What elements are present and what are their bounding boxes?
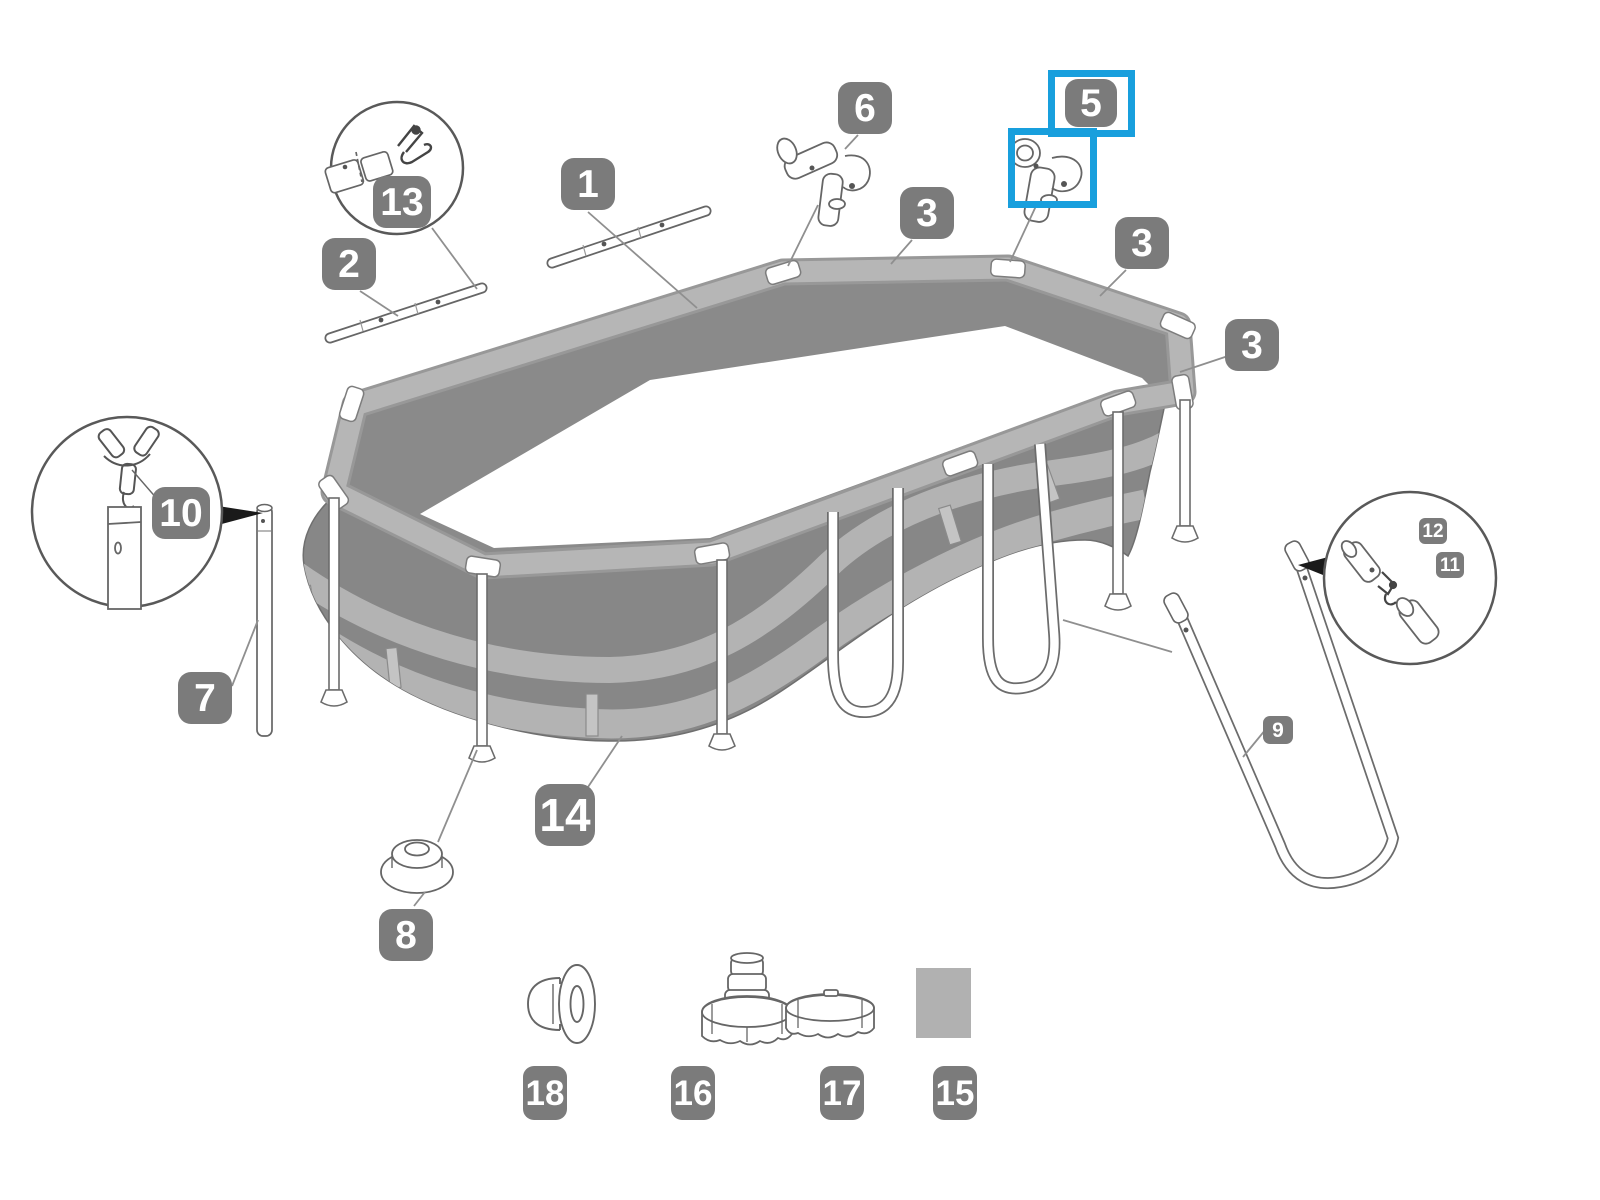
rail-tube-parts bbox=[324, 205, 712, 344]
part-badge-13[interactable]: 13 bbox=[373, 176, 431, 228]
wall-braces bbox=[827, 443, 1061, 719]
rail-tube-part-1 bbox=[546, 205, 712, 269]
part-badge-2[interactable]: 2 bbox=[322, 238, 376, 290]
part-badge-14[interactable]: 14 bbox=[535, 784, 595, 846]
strainer-part-18 bbox=[527, 964, 596, 1044]
top-rail bbox=[320, 254, 1197, 580]
part-badge-5-selected[interactable]: 5 bbox=[1065, 79, 1117, 127]
part-badge-9[interactable]: 9 bbox=[1263, 716, 1293, 744]
part-badge-3a[interactable]: 3 bbox=[900, 187, 954, 239]
valve-part-16 bbox=[701, 952, 793, 1046]
part-badge-3b[interactable]: 3 bbox=[1115, 217, 1169, 269]
part-badge-12[interactable]: 12 bbox=[1419, 518, 1447, 544]
highlight-box-part-5 bbox=[1008, 128, 1097, 208]
rail-tube-part-2 bbox=[324, 282, 488, 344]
pin-part-11 bbox=[1377, 571, 1398, 606]
pool-legs bbox=[319, 399, 1200, 763]
pool-frame-drawing bbox=[302, 254, 1200, 763]
part-badge-6[interactable]: 6 bbox=[838, 82, 892, 134]
callout-circle-10 bbox=[30, 415, 224, 610]
brace-part-9 bbox=[1163, 540, 1400, 890]
pin-clip-part-13 bbox=[397, 124, 433, 165]
repair-patch-part-15 bbox=[916, 968, 971, 1038]
part-badge-17[interactable]: 17 bbox=[820, 1066, 864, 1120]
part-badge-8[interactable]: 8 bbox=[379, 909, 433, 961]
corner-connector-part-5 bbox=[1009, 138, 1083, 223]
t-connector-part-6 bbox=[776, 137, 871, 227]
callout-circle-11-12 bbox=[1322, 490, 1498, 666]
rail-connectors bbox=[318, 258, 1196, 578]
part-badge-1[interactable]: 1 bbox=[561, 158, 615, 210]
pole-top-part-10 bbox=[107, 469, 159, 610]
foot-part-8 bbox=[380, 839, 454, 894]
part-badge-10[interactable]: 10 bbox=[152, 487, 210, 539]
part-badge-7[interactable]: 7 bbox=[178, 672, 232, 724]
part-badge-3c[interactable]: 3 bbox=[1225, 319, 1279, 371]
part-badge-11[interactable]: 11 bbox=[1436, 552, 1464, 578]
part-badge-18[interactable]: 18 bbox=[523, 1066, 567, 1120]
pole-part-7 bbox=[256, 503, 273, 737]
callout-pointer-10 bbox=[218, 506, 263, 525]
pool-floor bbox=[420, 326, 1160, 548]
part-badge-15[interactable]: 15 bbox=[933, 1066, 977, 1120]
cap-part-17 bbox=[785, 989, 875, 1039]
part-badge-16[interactable]: 16 bbox=[671, 1066, 715, 1120]
